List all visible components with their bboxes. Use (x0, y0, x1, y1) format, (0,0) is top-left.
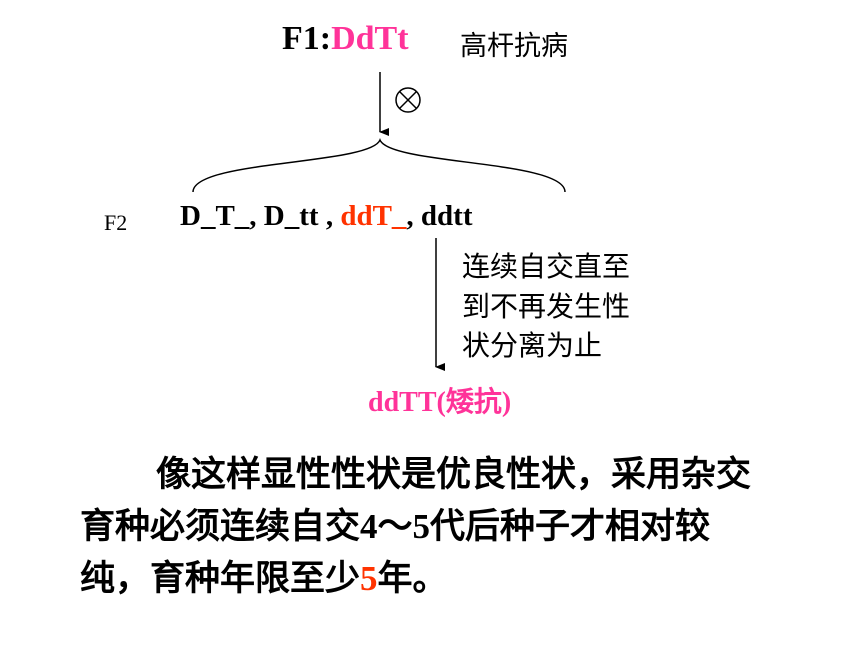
f1-trait: 高杆抗病 (460, 31, 568, 62)
f2-separator: , (318, 200, 341, 232)
paragraph-number: 5 (412, 507, 431, 546)
selfing-symbol-icon (395, 87, 421, 113)
f2-separator: , (406, 200, 421, 232)
f2-genotypes: D_T_, D_tt , ddT_, ddtt (180, 200, 473, 233)
paragraph-text: 代后种子才相对较纯，育种年限至少 (80, 507, 711, 599)
f2-label: F2 (104, 210, 128, 235)
f2-genotype: D_T_ (180, 200, 250, 232)
paragraph-highlight: 5 (360, 559, 378, 598)
paragraph-tilde: ～ (377, 507, 413, 547)
result-genotype: ddTT(矮抗) (368, 387, 512, 418)
f1-genotype: DdTt (331, 20, 409, 57)
f2-separator: , (249, 200, 264, 232)
offspring-brace (192, 138, 566, 193)
paragraph-text: 年。 (377, 559, 448, 599)
f1-prefix: F1: (282, 20, 332, 57)
note-line: 到不再发生性 (462, 290, 631, 323)
paragraph-text: 像这样显性性状是优良性状，采用杂交育种必须连续自交 (80, 455, 752, 547)
explanation-paragraph: 像这样显性性状是优良性状，采用杂交育种必须连续自交4～5代后种子才相对较纯，育种… (80, 450, 780, 605)
f2-genotype: ddtt (420, 200, 473, 232)
note-line: 状分离为止 (462, 329, 603, 362)
note-line: 连续自交直至 (462, 250, 631, 283)
selfing-symbol-cross-b (398, 90, 418, 110)
paragraph-number: 4 (360, 507, 378, 546)
f2-genotype-highlight: ddT_ (340, 200, 407, 232)
f2-genotype: D_tt (263, 200, 319, 232)
f1-generation: F1:DdTt (282, 20, 409, 58)
